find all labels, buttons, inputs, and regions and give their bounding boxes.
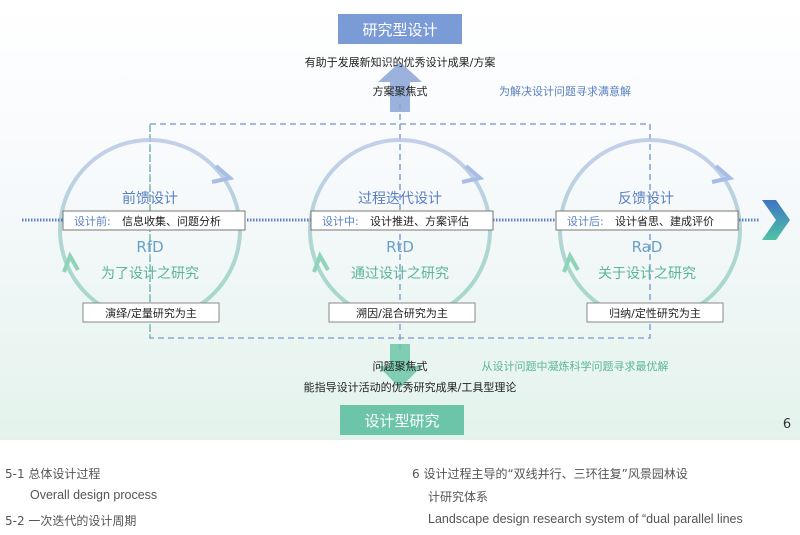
stage-box bbox=[555, 210, 739, 231]
caption-5-1-en: Overall design process bbox=[30, 488, 158, 502]
cycle-code: RfD bbox=[136, 238, 163, 256]
bottom-box-label: 设计型研究 bbox=[364, 412, 439, 430]
stage-activity: 设计省思、建成评价 bbox=[615, 214, 714, 228]
top-box-label: 研究型设计 bbox=[362, 21, 437, 39]
caption-6-en: Landscape design research system of “dua… bbox=[428, 512, 743, 526]
stage-box bbox=[62, 210, 246, 231]
method-box bbox=[586, 302, 724, 323]
caption-6-line1: 6 设计过程主导的“双线并行、三环往复”风景园林设 bbox=[412, 467, 688, 481]
caption-5-2: 5-2 一次迭代的设计周期 bbox=[5, 514, 137, 528]
arrow-up-icon bbox=[378, 62, 422, 112]
cycle-meaning: 通过设计之研究 bbox=[351, 266, 449, 282]
method-box bbox=[328, 302, 476, 323]
top-result-text: 有助于发展新知识的优秀设计成果/方案 bbox=[305, 55, 496, 69]
chevron-right-icon bbox=[762, 200, 790, 240]
cycle-title: 前馈设计 bbox=[122, 190, 178, 207]
bottom-mode-text: 问题聚焦式 bbox=[373, 360, 428, 373]
caption-5-1: 5-1 总体设计过程 bbox=[5, 467, 101, 481]
top-goal-text: 为解决设计问题寻求满意解 bbox=[499, 84, 631, 98]
design-based-research-box bbox=[340, 405, 464, 435]
arrow-down-icon bbox=[378, 344, 422, 388]
method-text: 归纳/定性研究为主 bbox=[609, 306, 701, 320]
stage-label: 设计前: bbox=[74, 214, 111, 228]
bottom-result-text: 能指导设计活动的优秀研究成果/工具型理论 bbox=[304, 380, 517, 394]
method-text: 溯因/混合研究为主 bbox=[356, 306, 448, 320]
stage-activity: 信息收集、问题分析 bbox=[122, 214, 221, 228]
cycle-title: 反馈设计 bbox=[618, 191, 674, 207]
caption-6-line2: 计研究体系 bbox=[428, 490, 489, 504]
research-based-design-box bbox=[338, 14, 462, 44]
bottom-goal-text: 从设计问题中凝炼科学问题寻求最优解 bbox=[482, 359, 669, 373]
cycle-title: 过程迭代设计 bbox=[358, 191, 442, 207]
cycle-meaning: 为了设计之研究 bbox=[101, 266, 199, 282]
cycle-meaning: 关于设计之研究 bbox=[598, 266, 696, 282]
design-research-diagram: 研究型设计 有助于发展新知识的优秀设计成果/方案 方案聚焦式 为解决设计问题寻求… bbox=[0, 0, 800, 440]
cycle-code: RaD bbox=[632, 238, 663, 256]
method-box bbox=[82, 302, 220, 323]
method-text: 演绎/定量研究为主 bbox=[105, 306, 197, 320]
stage-box bbox=[310, 210, 494, 231]
figure-number: 6 bbox=[783, 417, 791, 432]
stage-label: 设计后: bbox=[567, 215, 604, 228]
stage-activity: 设计推进、方案评估 bbox=[370, 214, 469, 228]
top-mode-text: 方案聚焦式 bbox=[373, 84, 428, 98]
stage-label: 设计中: bbox=[322, 215, 359, 228]
cycle-code: RtD bbox=[386, 238, 414, 256]
